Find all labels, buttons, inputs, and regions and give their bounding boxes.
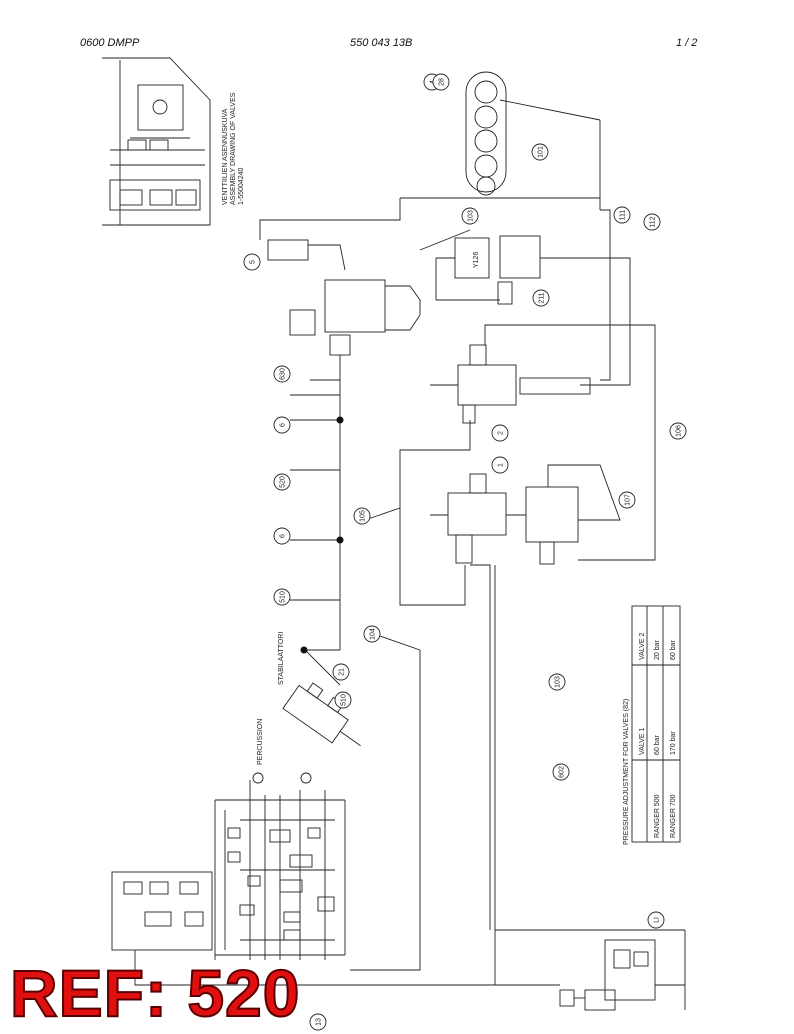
callout-label: 112 — [650, 216, 657, 227]
callout-label: 6 — [280, 423, 287, 427]
callout-circle — [273, 473, 291, 491]
callout-circle — [309, 1013, 327, 1031]
callout-label: 28 — [439, 78, 446, 86]
callout-circle — [461, 207, 479, 225]
callout-circle — [332, 663, 350, 681]
callout-circle — [552, 763, 570, 781]
callout-circle — [273, 588, 291, 606]
solenoid-valve — [435, 235, 541, 305]
callout-circle — [243, 253, 261, 271]
callout-label: 111 — [620, 210, 627, 221]
doc-code: 0600 DMPP — [80, 37, 140, 49]
solenoid-label: Y126 — [473, 252, 480, 268]
callout-label: 510 — [280, 591, 287, 603]
callout-label: 103 — [555, 676, 562, 688]
callout-circle — [273, 365, 291, 383]
callout-label: 510 — [341, 694, 348, 706]
table-row2-v2: 60 bar — [670, 639, 677, 660]
callout-label: 13 — [316, 1018, 323, 1026]
valve-1 — [430, 464, 621, 565]
percussion-label: PERCUSSION — [257, 719, 264, 765]
stabiliser-valve — [282, 682, 361, 747]
callout-label: 2 — [498, 431, 505, 435]
callout-label: 101 — [538, 146, 545, 158]
ref-label: REF: 520 — [9, 956, 301, 1030]
part-number: 550 043 13B — [350, 37, 413, 49]
table-row1-name: RANGER 500 — [654, 794, 661, 838]
pressure-table — [631, 605, 681, 843]
table-row2-name: RANGER 700 — [670, 794, 677, 838]
callout-label: 211 — [539, 292, 546, 303]
table-col-valve1: VALVE 1 — [639, 728, 646, 755]
callout-circle — [531, 143, 549, 161]
callout-circle — [669, 422, 687, 440]
callout-label: 630 — [280, 368, 287, 380]
control-schematic — [111, 772, 560, 986]
table-col-valve2: VALVE 2 — [639, 633, 646, 660]
table-title: PRESSURE ADJUSTMENT FOR VALVES (82) — [623, 699, 630, 845]
callout-label: 6 — [280, 534, 287, 538]
callout-label: 105 — [360, 510, 367, 522]
callout-label: LI — [654, 917, 661, 923]
callout-circle — [618, 491, 636, 509]
assembly-inset — [102, 57, 211, 226]
callout-label: 106 — [676, 425, 683, 437]
callout-circle — [363, 625, 381, 643]
callout-label: 103 — [468, 210, 475, 222]
callout-circle — [491, 456, 509, 474]
callout-circle — [353, 507, 371, 525]
assembly-note-line2: ASSEMBLY DRAWING OF VALVES — [230, 92, 237, 205]
callout-label: 21 — [339, 668, 346, 676]
callout-group: 4281011031111125211630261065201071056510… — [243, 73, 687, 1031]
callout-circle — [548, 673, 566, 691]
assembly-note-line1: VENTTIILIEN ASENNUSKUVA — [222, 108, 229, 205]
page-number: 1 / 2 — [676, 37, 698, 49]
gauge-panel — [465, 71, 601, 198]
callout-circle — [432, 73, 450, 91]
callout-circle — [273, 527, 291, 545]
valve-2 — [430, 324, 656, 440]
stabilisers-label: STABILAATTORI — [278, 632, 285, 685]
callout-circle — [643, 213, 661, 231]
pump-unit — [495, 929, 686, 1011]
table-row1-v2: 20 bar — [654, 639, 661, 660]
callout-circle — [334, 691, 352, 709]
callout-label: 5 — [250, 260, 257, 264]
callout-label: 1 — [498, 463, 505, 467]
callout-circle — [491, 424, 509, 442]
callout-circle — [532, 289, 550, 307]
callout-label: 107 — [625, 494, 632, 506]
callout-label: 602 — [559, 766, 566, 778]
callout-label: 520 — [280, 476, 287, 488]
callout-label: 104 — [370, 628, 377, 640]
table-row1-v1: 60 bar — [654, 734, 661, 755]
table-row2-v1: 170 bar — [670, 731, 677, 755]
callout-circle — [613, 206, 631, 224]
callout-circle — [273, 416, 291, 434]
filter-unit — [267, 239, 421, 381]
assembly-note-line3: 1-55004240 — [238, 168, 245, 205]
callout-circle — [647, 911, 665, 929]
